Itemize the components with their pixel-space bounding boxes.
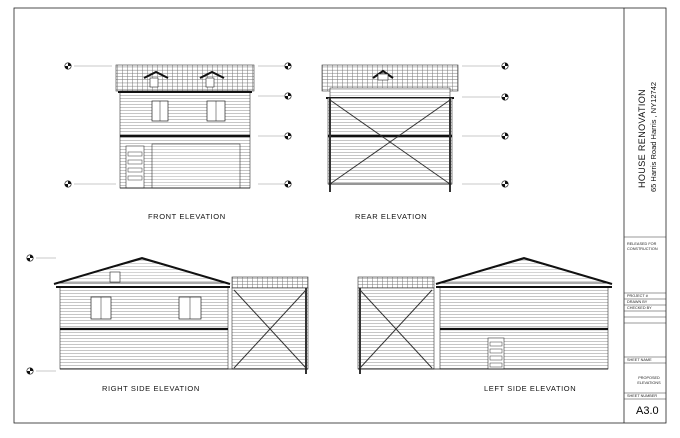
sheet-name: PROPOSED ELEVATIONS <box>637 376 661 385</box>
released-for-construction: RELEASED FOR CONSTRUCTION <box>627 242 658 251</box>
project-title: HOUSE RENOVATION <box>637 88 647 188</box>
right-side-elevation-title: RIGHT SIDE ELEVATION <box>102 384 200 393</box>
project-address: 65 Harris Road Harris , NY12742 <box>649 81 658 192</box>
front-dormer-right <box>199 70 225 79</box>
left-side-elevation-title: LEFT SIDE ELEVATION <box>484 384 577 393</box>
right-gable <box>55 258 229 284</box>
rear-wall <box>327 97 453 185</box>
front-garage-door <box>151 143 241 189</box>
rear-elevation-drawing <box>321 64 459 192</box>
sheet-border <box>13 7 667 424</box>
right-porch-roof <box>231 276 309 289</box>
left-gable <box>437 258 611 284</box>
sheet-name-label: SHEET NAME <box>627 358 652 362</box>
leader-lines <box>36 65 500 372</box>
front-roof <box>115 64 255 92</box>
rear-dormer <box>372 69 394 79</box>
level-markers <box>26 62 509 375</box>
left-side-elevation-drawing <box>357 256 613 374</box>
front-elevation-title: FRONT ELEVATION <box>148 212 226 221</box>
front-elevation-drawing <box>115 64 255 189</box>
right-side-elevation-drawing <box>53 256 309 374</box>
left-porch-roof <box>357 276 435 289</box>
title-block <box>624 236 666 400</box>
project-number-label: PROJECT # <box>627 294 648 298</box>
rear-roof <box>321 64 459 92</box>
drawn-by-label: DRAWN BY <box>627 300 648 304</box>
sheet-number-label: SHEET NUMBER <box>627 394 658 398</box>
checked-by-label: CHECKED BY <box>627 306 652 310</box>
rear-elevation-title: REAR ELEVATION <box>355 212 428 221</box>
project-title-block: HOUSE RENOVATION 65 Harris Road Harris ,… <box>633 76 673 196</box>
front-dormer-left <box>143 70 169 79</box>
sheet-number: A3.0 <box>636 405 659 417</box>
